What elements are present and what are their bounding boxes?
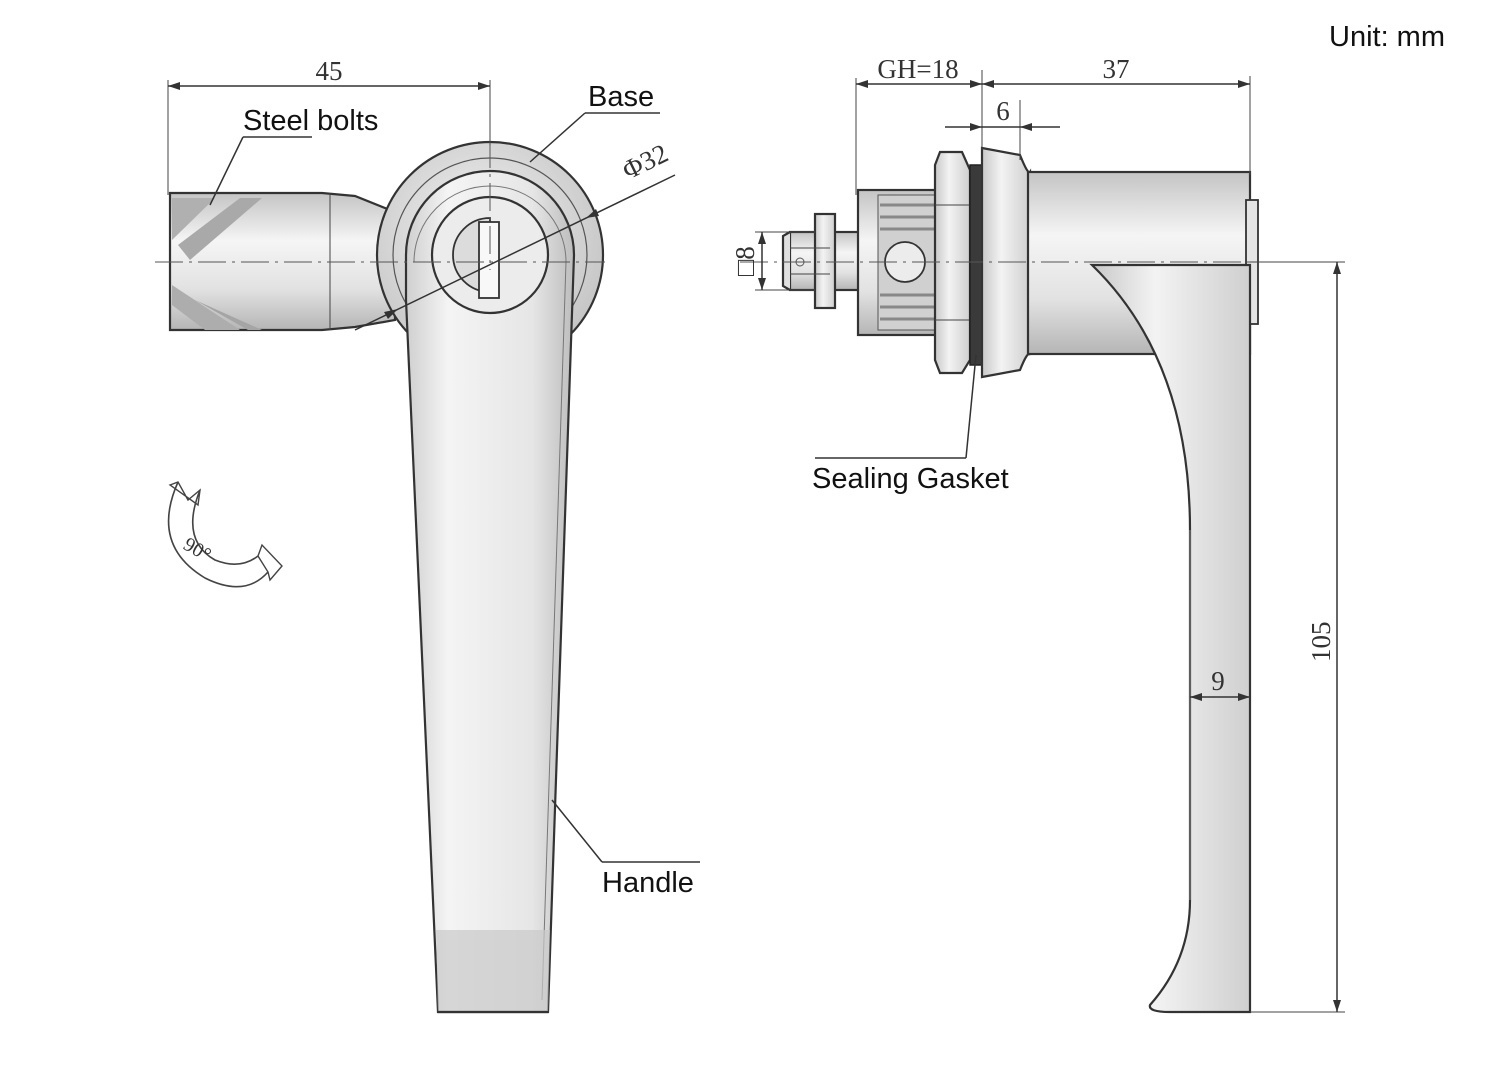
base-label: Base <box>588 81 654 113</box>
dimension-6-label: 6 <box>996 96 1010 126</box>
handle-callout: Handle <box>551 799 700 899</box>
sealing-gasket-label: Sealing Gasket <box>812 463 1009 495</box>
dimension-37-label: 37 <box>1103 54 1130 84</box>
handle-side <box>1089 263 1252 1014</box>
dimension-45: 45 <box>167 56 491 195</box>
steel-bolts-callout: Steel bolts <box>209 105 378 206</box>
sealing-gasket <box>969 164 983 366</box>
dimension-105-label: 105 <box>1306 622 1336 663</box>
dimension-gh-label: GH=18 <box>877 54 958 84</box>
dimension-9: 9 <box>1190 666 1250 701</box>
lock-cylinder <box>430 195 550 315</box>
handle-front <box>404 169 576 1014</box>
dimension-diameter-label: Φ32 <box>617 138 672 185</box>
dimension-square-8-label: □8 <box>730 246 760 276</box>
steel-bolt <box>168 191 397 332</box>
steel-bolts-label: Steel bolts <box>243 105 378 137</box>
sealing-gasket-callout: Sealing Gasket <box>812 354 1009 495</box>
rotation-arrow-icon: 90° <box>167 481 283 588</box>
dimension-105: 105 <box>1250 261 1345 1013</box>
base-callout: Base <box>529 81 660 163</box>
dimension-37: 37 <box>982 54 1251 175</box>
dimension-square-8: □8 <box>730 231 815 291</box>
unit-label: Unit: mm <box>1329 21 1445 53</box>
stem <box>781 212 862 310</box>
dimension-9-label: 9 <box>1211 666 1225 696</box>
handle-label: Handle <box>602 867 694 899</box>
dimension-45-label: 45 <box>316 56 343 86</box>
dimension-6: 6 <box>945 96 1060 160</box>
dimension-gh: GH=18 <box>855 54 983 195</box>
